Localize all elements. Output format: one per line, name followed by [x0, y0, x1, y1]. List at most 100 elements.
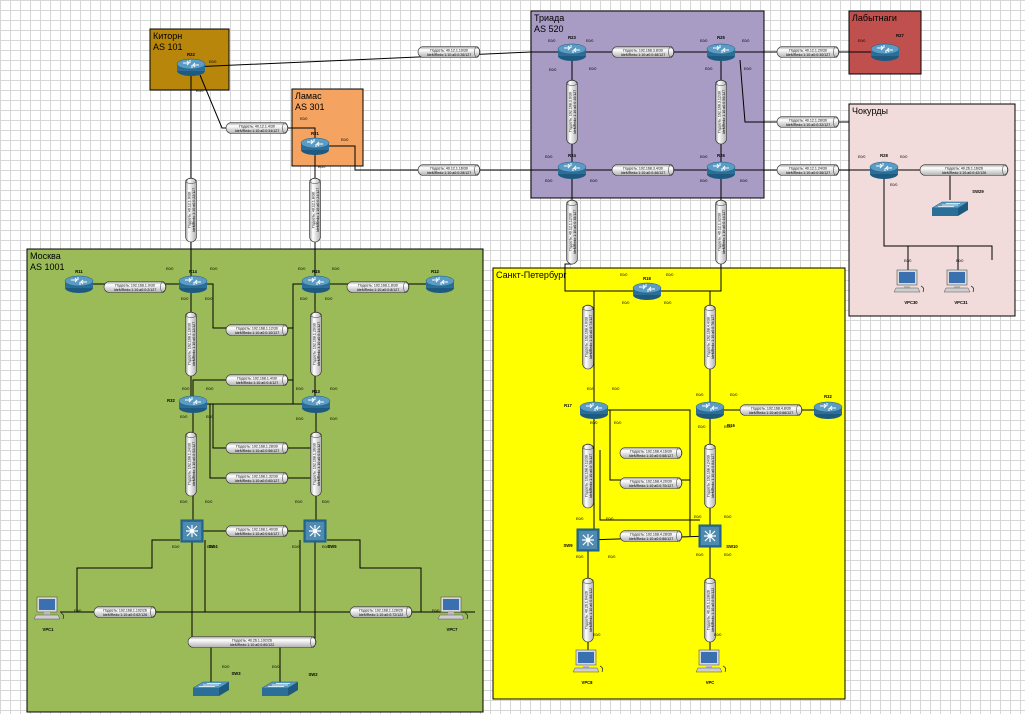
- subnet-link-l10[interactable]: Подсеть: 192.168.1.0/30IdeMRedo:1:10:a0:…: [103, 281, 167, 293]
- subnet-link-l15[interactable]: Подсеть: 192.168.1.32/30IdeMRedo:1:10:a0…: [225, 472, 289, 484]
- switch-sw2[interactable]: SW2: [261, 672, 318, 697]
- link-tube: [715, 79, 727, 145]
- port-label: E0/0: [698, 425, 705, 429]
- router-r23[interactable]: R23: [557, 35, 587, 62]
- subnet-link-l5[interactable]: Подсеть: 40.12.1.20/30IdeMRedo:1:10:a0:0…: [776, 46, 840, 58]
- link-tube: [704, 304, 716, 370]
- subnet-link-l18[interactable]: Подсеть: 192.168.1.128/26IdeMRedo:1:10:a…: [349, 606, 413, 618]
- subnet-link-l9[interactable]: Подсеть: 40.26.1.16/26IdeMRedo:1:10:a0:0…: [919, 164, 1009, 176]
- link-tube: [776, 46, 840, 58]
- link-subnet-label: Подсеть: 40.26.1.64/26: [585, 591, 589, 629]
- switch-sw10[interactable]: SW10: [698, 524, 738, 549]
- subnet-link-l1[interactable]: Подсеть: 40.12.1.10/30IdeMRedo:1:10:a0:0…: [417, 46, 481, 58]
- subnet-link-l14[interactable]: Подсеть: 192.168.1.28/30IdeMRedo:1:10:a0…: [225, 442, 289, 454]
- link-tube: [310, 311, 322, 377]
- pc-vpc8[interactable]: VPC8: [572, 649, 604, 685]
- switch-sw29[interactable]: SW29: [931, 189, 984, 217]
- switch-sw4[interactable]: SW4: [180, 519, 218, 549]
- subnet-link-l4[interactable]: Подсеть: 192.168.3.8/30IdeMRedo:1:10:a0:…: [611, 46, 675, 58]
- router-r32[interactable]: R32: [813, 394, 843, 420]
- link-subnet-label: Подсеть: 192.168.4.8/30: [751, 407, 791, 411]
- router-r15[interactable]: R15: [301, 269, 331, 294]
- router-r18[interactable]: R18: [632, 276, 662, 301]
- link-tube-end: [704, 444, 716, 450]
- link-subnet-label: Подсеть: 192.168.1.0/30: [115, 284, 155, 288]
- link-subnet-label: Подсеть: 192.168.1.4/30: [237, 377, 277, 381]
- subnet-link-l8[interactable]: Подсеть: 40.12.1.24/30IdeMRedo:1:10:a0:0…: [776, 164, 840, 176]
- subnet-link-l16[interactable]: Подсеть: 192.168.1.40/30IdeMRedo:1:10:a0…: [225, 525, 289, 537]
- router-r14[interactable]: R14: [178, 269, 208, 294]
- port-label: E0/0: [196, 89, 203, 93]
- switch-sw9[interactable]: SW9: [563, 528, 600, 552]
- subnet-link-l12[interactable]: Подсеть: 192.168.1.12/30IdeMRedo:1:10:a0…: [225, 324, 289, 336]
- pc-vpc7[interactable]: VPC7: [437, 596, 469, 632]
- pc-vpc[interactable]: VPC: [695, 649, 727, 685]
- switch-sw5[interactable]: SW5: [303, 519, 337, 549]
- subnet-link-l13[interactable]: Подсеть: 192.168.1.4/30IdeMRedo:1:10:a0:…: [225, 374, 289, 386]
- link-tube-end: [150, 606, 156, 618]
- subnet-link-l7[interactable]: Подсеть: 192.168.3.4/30IdeMRedo:1:10:a0:…: [611, 164, 675, 176]
- subnet-link-l3[interactable]: Подсеть: 40.12.1.16/30IdeMRedo:1:10:a0:0…: [417, 164, 481, 176]
- link-tube-end: [282, 442, 288, 454]
- subnet-link-l19[interactable]: Подсеть: 40.26.1.192/26IdeMRedo:1:10:a0:…: [187, 636, 317, 648]
- router-r30[interactable]: R32: [167, 395, 208, 414]
- router-r11[interactable]: R11: [64, 269, 94, 294]
- port-label: E0/0: [210, 267, 217, 271]
- link-tube-end: [582, 444, 594, 450]
- zone-moscow-title: Москва: [30, 251, 61, 261]
- subnet-link-l17[interactable]: Подсеть: 192.168.1.192/26IdeMRedo:1:10:a…: [93, 606, 157, 618]
- router-r17[interactable]: R17: [564, 401, 609, 420]
- subnet-link-l20[interactable]: Подсеть: 192.168.4.8/30IdeMRedo:1:10:a0:…: [739, 404, 803, 416]
- router-icon: [557, 161, 587, 180]
- link-tube-end: [676, 447, 682, 459]
- port-label: E0/0: [432, 609, 439, 613]
- router-r21[interactable]: R21: [300, 131, 330, 156]
- router-r28[interactable]: R28: [869, 153, 899, 180]
- router-r24[interactable]: R24: [557, 153, 587, 180]
- link-tube: [739, 404, 803, 416]
- router-r25[interactable]: R25: [706, 35, 736, 62]
- subnet-link-l2[interactable]: Подсеть: 40.12.1.4/30IdeMRedo:1:10:a0:0:…: [225, 122, 289, 134]
- switch-icon: [698, 524, 722, 548]
- switch-sw3[interactable]: SW3: [192, 671, 241, 697]
- port-label: E0/0: [576, 555, 583, 559]
- pc-vpc1[interactable]: VPC1: [33, 596, 65, 632]
- router-r26[interactable]: R26: [706, 153, 736, 180]
- subnet-link-l6[interactable]: Подсеть: 40.12.1.28/30IdeMRedo:1:10:a0:0…: [776, 116, 840, 128]
- subnet-link-l22[interactable]: Подсеть: 192.168.4.20/30IdeMRedo:1:10:a0…: [619, 477, 683, 489]
- link-tube: [225, 525, 289, 537]
- port-label: E0/0: [714, 633, 721, 637]
- router-r16[interactable]: R16: [695, 401, 736, 428]
- subnet-link-l23[interactable]: Подсеть: 192.168.4.28/30IdeMRedo:1:10:a0…: [619, 530, 683, 542]
- link-tube: [776, 116, 840, 128]
- router-r13[interactable]: R13: [301, 389, 331, 414]
- pc-vpc30[interactable]: VPC30: [893, 269, 925, 305]
- router-r27[interactable]: R27: [870, 33, 905, 62]
- zone-lamas-as: AS 301: [295, 102, 325, 112]
- subnet-link-l21[interactable]: Подсеть: 192.168.4.16/30IdeMRedo:1:10:a0…: [619, 447, 683, 459]
- link-tube-end: [185, 178, 197, 184]
- router-r12[interactable]: R12: [425, 269, 455, 294]
- link-ipv6-label: IdeMRedo:1:10:a0:0:22/127: [192, 188, 196, 233]
- port-label: E0/0: [620, 273, 627, 277]
- router-r22[interactable]: R22: [176, 52, 206, 77]
- pc-vpc31[interactable]: VPC31: [943, 269, 975, 305]
- switch-label: SW9: [563, 543, 573, 548]
- subnet-link-l11[interactable]: Подсеть: 192.168.1.8/30IdeMRedo:1:10:a0:…: [346, 281, 410, 293]
